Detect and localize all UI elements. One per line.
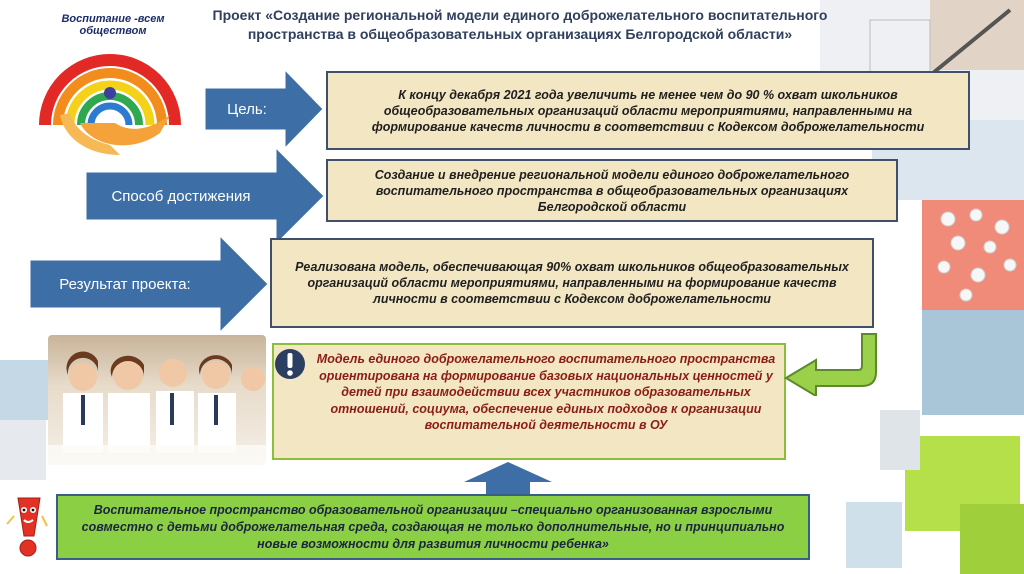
definition-text: Воспитательное пространство образователь… [81,503,785,551]
up-arrow [464,462,552,496]
exclamation-character-icon [6,497,48,557]
deco-right-lime-2 [960,504,1024,574]
method-box: Создание и внедрение региональной модели… [326,159,898,222]
deco-left-gray [0,420,46,480]
exclamation-icon [275,349,305,379]
rainbow-hands-logo-icon [39,54,181,155]
goal-box: К концу декабря 2021 года увеличить не м… [326,71,970,150]
paper-balls-decoration [937,208,1017,302]
deco-right-blue-2 [922,310,1024,415]
deco-right-gray-bottom [880,410,920,470]
deco-right-lightblue [846,502,902,568]
goal-arrow [205,70,323,148]
green-return-arrow [784,333,877,396]
logo: Воспитание -всем обществом [20,5,200,163]
method-arrow [86,148,324,244]
students-photo [48,335,266,465]
model-note-box: Модель единого доброжелательного воспита… [272,343,786,460]
logo-arc-text: Воспитание -всем обществом [61,13,165,37]
result-label: Результат проекта: [59,275,191,293]
deco-left-blue [0,360,50,420]
result-box: Реализована модель, обеспечивающая 90% о… [270,238,874,328]
model-note-text: Модель единого доброжелательного воспита… [316,352,776,432]
method-label: Способ достижения [111,187,251,205]
result-arrow [30,236,268,332]
definition-box: Воспитательное пространство образователь… [56,494,810,560]
goal-label: Цель: [227,100,267,118]
page-title: Проект «Создание региональной модели еди… [212,7,828,42]
pencil-decoration [869,0,1024,102]
